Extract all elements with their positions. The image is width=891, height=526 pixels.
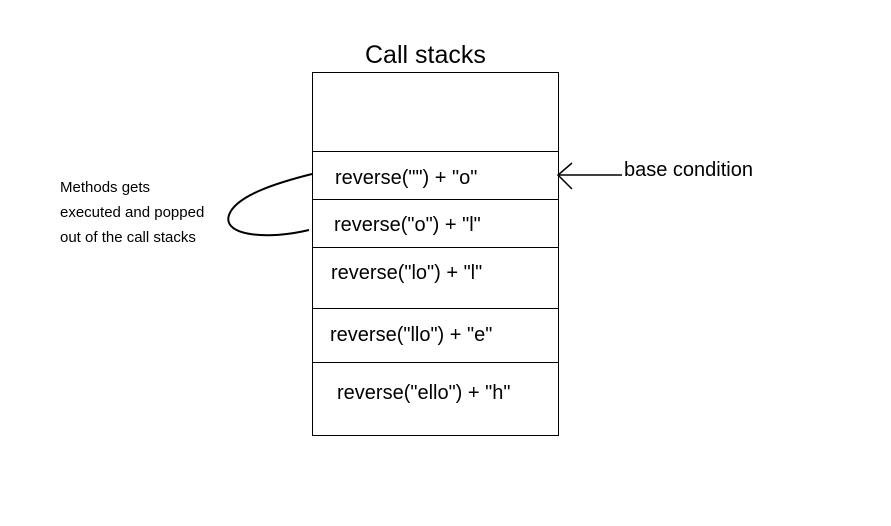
pop-annotation: Methods gets executed and popped out of … <box>60 175 230 250</box>
base-arrow-head <box>556 162 573 190</box>
stack-frame-label: reverse("lo") + "l" <box>331 262 483 284</box>
call-stack-box <box>312 72 559 436</box>
stack-divider <box>312 308 559 309</box>
stack-frame-label: reverse("o") + "l" <box>334 214 481 236</box>
pop-loop-curve <box>227 173 313 237</box>
stack-frame-label: reverse("llo") + "e" <box>330 324 493 346</box>
stack-frame-label: reverse("") + "o" <box>335 167 478 189</box>
stack-divider <box>312 362 559 363</box>
annotation-line: Methods gets <box>60 179 151 196</box>
annotation-line: out of the call stacks <box>60 229 196 246</box>
base-condition-label: base condition <box>624 159 753 181</box>
stack-frame-label: reverse("ello") + "h" <box>337 382 511 404</box>
diagram-title: Call stacks <box>365 41 486 69</box>
annotation-line: executed and popped <box>60 204 205 221</box>
stack-divider <box>312 247 559 248</box>
stack-divider <box>312 151 559 152</box>
stack-divider <box>312 199 559 200</box>
